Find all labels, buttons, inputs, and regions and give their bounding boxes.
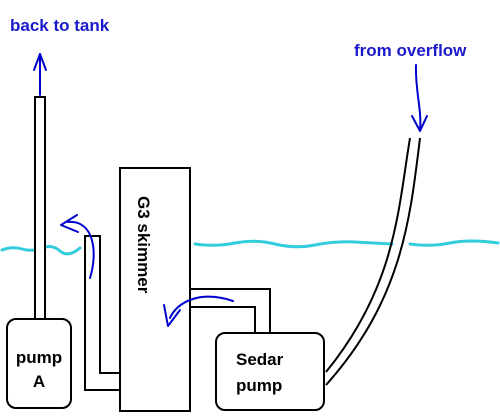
sedar-pump-label-line1: Sedar (236, 350, 284, 369)
pump-a-label-line1: pump (16, 348, 62, 367)
water-line-right (408, 239, 500, 247)
flow-arrow-skimmer-inlet (163, 295, 234, 327)
overflow-hose (325, 137, 421, 386)
skimmer-label: G3 skimmer (134, 196, 153, 294)
flow-arrow-back-to-tank (33, 53, 47, 96)
sedar-pump (215, 332, 325, 411)
return-pipe (34, 96, 46, 320)
pump-a-label-line2: A (33, 372, 45, 391)
flow-arrow-from-overflow (411, 64, 428, 132)
water-line-middle (193, 239, 394, 249)
skimmer-outlet-pipe (84, 235, 120, 391)
flow-arrow-skimmer-outlet (60, 214, 95, 279)
skimmer-inlet-pipe (190, 288, 271, 333)
skimmer-body (119, 167, 191, 412)
pump-a (6, 318, 72, 409)
water-surface (0, 239, 500, 256)
sedar-pump-label-line2: pump (236, 376, 282, 395)
from-overflow-label: from overflow (354, 41, 467, 60)
back-to-tank-label: back to tank (10, 16, 110, 35)
flow-arrows (33, 53, 428, 327)
